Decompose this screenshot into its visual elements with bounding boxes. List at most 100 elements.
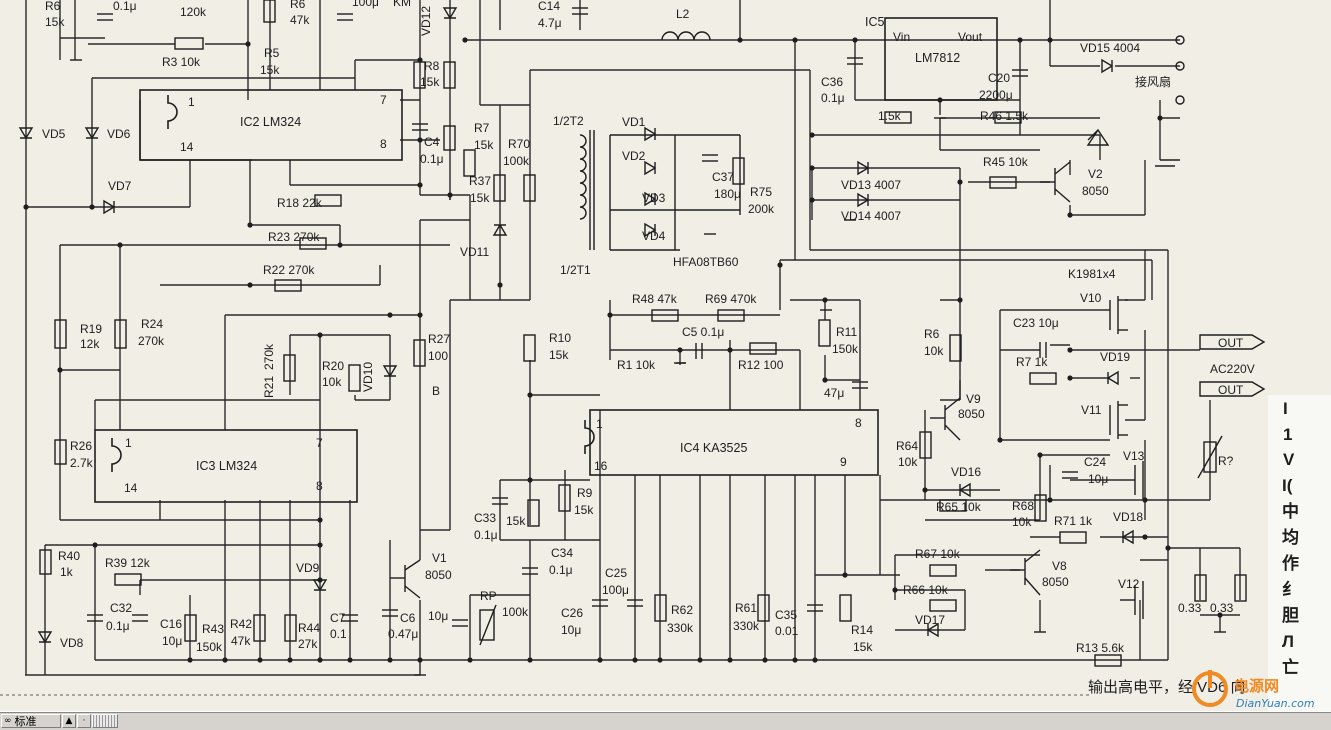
r18-label: R18 22k	[277, 196, 323, 210]
r6a-val: 15k	[45, 15, 65, 29]
c34-ref: C34	[551, 546, 573, 560]
vd14-label: VD14 4007	[841, 209, 901, 223]
r40-val: 1k	[60, 565, 74, 579]
watermark-brand: 电源网	[1234, 677, 1279, 695]
r70-val: 100k	[503, 154, 530, 168]
bleed-0: I	[1283, 399, 1288, 418]
bleed-3: I(	[1282, 476, 1293, 495]
k1981-label: K1981x4	[1068, 267, 1116, 281]
c24-val: 10μ	[1088, 472, 1108, 486]
r44-ref: R44	[298, 621, 320, 635]
v8-ref: V8	[1052, 559, 1067, 573]
r033b-val: 0.33	[1210, 601, 1234, 615]
out2-label: OUT	[1218, 383, 1244, 397]
vd11-ref: VD11	[460, 245, 489, 259]
v120k-val: 120k	[180, 5, 207, 19]
r44-val: 27k	[298, 637, 318, 651]
c7-ref: C7	[330, 611, 346, 625]
c16-ref: C16	[160, 617, 182, 631]
r19-val: 12k	[80, 337, 100, 351]
page-bleed-text: I 1 V I( 中 均 作 纟 胆 Л 亡	[1282, 399, 1299, 677]
pin-ic3-14: 14	[124, 481, 138, 495]
r21-ref: R21	[262, 376, 276, 398]
r68-val: 10k	[1012, 515, 1032, 529]
b-label: B	[432, 384, 440, 398]
v12-ref: V12	[1118, 577, 1140, 591]
vd18-ref: VD18	[1113, 510, 1143, 524]
r033a-val: 0.33	[1178, 601, 1202, 615]
lm7812-label: LM7812	[915, 51, 960, 65]
r64-val: 10k	[898, 455, 918, 469]
r40-ref: R40	[58, 549, 80, 563]
r11-val: 150k	[832, 342, 859, 356]
r9-val: 15k	[574, 503, 594, 517]
c33-ref: C33	[474, 511, 496, 525]
v13-ref: V13	[1123, 449, 1145, 463]
r-1k5-label: 1.5k	[878, 109, 902, 123]
watermark-logo: 电源网 DianYuan.com	[1192, 670, 1315, 710]
c26-ref: C26	[561, 606, 583, 620]
c6-val: 0.47μ	[388, 627, 418, 641]
view-mode-button[interactable]: ∞ 标准	[1, 714, 61, 728]
c4-ref: C4	[424, 135, 440, 149]
t1-ref: 1/2T1	[560, 263, 591, 277]
r11-ref: R11	[836, 325, 857, 339]
r6c-val: 10k	[924, 344, 944, 358]
ic3-label: IC3 LM324	[196, 459, 257, 473]
vd7-ref: VD7	[108, 179, 132, 193]
r68-ref: R68	[1012, 499, 1034, 513]
r23-label: R23 270k	[268, 230, 320, 244]
circuit-schematic: IC2 LM324 IC3 LM324 IC4 KA3525 IC5 LM781…	[0, 0, 1331, 711]
bleed-8: 胆	[1282, 606, 1299, 625]
bleed-1: 1	[1283, 425, 1292, 444]
dot-button[interactable]: ·	[77, 714, 91, 728]
mode-label: 标准	[14, 715, 37, 728]
vd5-ref: VD5	[42, 127, 66, 141]
c36-val: 0.1μ	[821, 91, 845, 105]
r67-label: R67 10k	[915, 547, 961, 561]
r5-ref: R5	[264, 46, 280, 60]
v8-val: 8050	[1042, 575, 1069, 589]
v10u-val: 10μ	[428, 609, 448, 623]
fan-label: 接风扇	[1135, 74, 1171, 89]
km-val: KM	[393, 0, 411, 9]
c37-ref: C37	[712, 170, 734, 184]
r6a-ref: R6	[45, 0, 61, 13]
v10-ref: V10	[1080, 291, 1102, 305]
r8-ref: R8	[424, 59, 440, 73]
scroll-up-button[interactable]: ▲	[62, 714, 76, 728]
vd3-ref: VD3	[642, 191, 666, 205]
pin-ic2-1: 1	[188, 95, 195, 109]
vout-label: Vout	[958, 30, 983, 44]
c25-val: 100μ	[602, 583, 629, 597]
v9-ref: V9	[966, 392, 981, 406]
r70-ref: R70	[508, 137, 530, 151]
vd9-ref: VD9	[296, 561, 320, 575]
r43-ref: R43	[202, 622, 224, 636]
r19-ref: R19	[80, 322, 102, 336]
l2-ref: L2	[676, 7, 690, 21]
pin-ic4-8: 8	[855, 416, 862, 430]
vd6-ref: VD6	[107, 127, 131, 141]
vd12-ref: VD12	[419, 6, 433, 36]
r71-label: R71 1k	[1054, 514, 1093, 528]
c14-ref: C14	[538, 0, 560, 13]
c14-val: 4.7μ	[538, 16, 562, 30]
r6b-val: 47k	[290, 13, 310, 27]
pin-ic2-7: 7	[380, 93, 387, 107]
component-labels: R6 15k 0.1μ 120k R6 47k 100μ KM R3 10k R…	[42, 0, 1255, 696]
bleed-4: 中	[1282, 501, 1299, 521]
vd8-ref: VD8	[60, 636, 84, 650]
resize-grip[interactable]	[92, 714, 118, 728]
c7-val: 0.1	[330, 627, 347, 641]
bleed-5: 均	[1282, 527, 1299, 547]
ic2-label: IC2 LM324	[240, 115, 301, 129]
vin-label: Vin	[893, 30, 910, 44]
c34-val: 0.1μ	[549, 563, 573, 577]
r39-label: R39 12k	[105, 556, 151, 570]
r10-ref: R10	[549, 331, 571, 345]
t2-ref: 1/2T2	[553, 114, 584, 128]
r42-val: 47k	[231, 634, 251, 648]
c32-val: 0.1μ	[106, 619, 130, 633]
ac-label: AC220V	[1210, 362, 1255, 376]
